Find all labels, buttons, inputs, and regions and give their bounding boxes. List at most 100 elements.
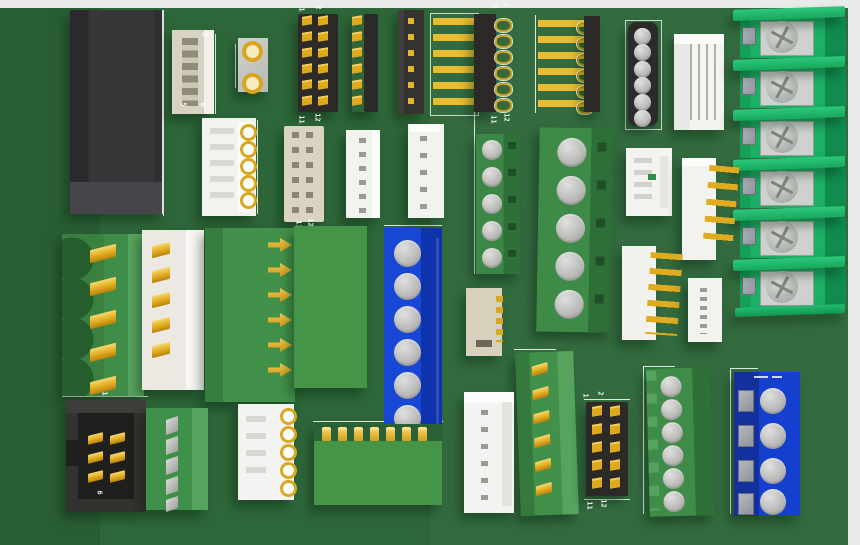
connector-side-face	[204, 30, 214, 114]
screw-barrier-terminal-6	[733, 6, 846, 317]
beige-wire-connector-6	[172, 30, 214, 114]
connector-top-face	[674, 34, 724, 44]
connector-slats	[210, 128, 234, 206]
connector-side-face	[372, 130, 380, 218]
white-shrouded-connector	[674, 34, 724, 130]
clamp-screw	[322, 427, 331, 442]
terminal-hole	[557, 137, 587, 168]
gold-pin-loop	[495, 83, 512, 96]
silkscreen-label: 11	[585, 501, 594, 510]
terminal-hole	[394, 240, 421, 267]
pluggable-terminal-green-open	[62, 234, 144, 396]
terminal-strip	[186, 230, 204, 390]
clamp-screw	[338, 427, 347, 442]
silkscreen-label: 1	[581, 393, 590, 398]
gold-pin	[152, 241, 170, 259]
silkscreen-line	[730, 368, 758, 369]
silkscreen-line	[514, 349, 556, 350]
gold-ring-pin	[240, 124, 257, 141]
gold-ring-pin	[280, 408, 297, 425]
gold-pin	[534, 433, 551, 449]
gold-pin	[152, 266, 170, 284]
gold-pin-column	[610, 405, 620, 495]
terminal-hole	[760, 423, 786, 449]
terminal-hole	[394, 339, 421, 366]
metal-contact	[166, 496, 178, 512]
large-black-connector	[70, 10, 164, 214]
metal-contact	[166, 436, 178, 455]
connector-slats	[634, 158, 652, 206]
silkscreen-marks	[754, 376, 768, 378]
connector-top-face	[464, 392, 514, 403]
terminal-hole	[662, 444, 684, 467]
gold-chevron-pin	[268, 288, 292, 302]
clamp-screw	[418, 427, 427, 442]
gold-ring-pin	[280, 444, 297, 461]
terminal-hole	[760, 489, 786, 515]
screw-head	[766, 221, 798, 253]
terminal-hole	[660, 375, 682, 398]
silkscreen-line	[384, 225, 442, 226]
terminal-hole	[662, 467, 685, 490]
silkscreen-line	[643, 366, 675, 367]
terminal-hole	[394, 372, 421, 399]
terminal-hole	[482, 140, 502, 160]
gold-chevron-pin	[268, 263, 292, 277]
gold-pin-column	[352, 15, 362, 111]
shroud-wall	[398, 10, 404, 114]
white-wire-connector-4	[238, 404, 297, 500]
gold-pin-dots	[496, 296, 503, 342]
terminal-strip	[128, 234, 144, 396]
silkscreen-outline	[625, 20, 662, 130]
socket-hole	[634, 94, 651, 111]
shrouded-pin-header-1x6	[398, 10, 424, 114]
connector-slats	[690, 44, 718, 120]
terminal-slots	[508, 142, 516, 268]
gold-pin	[531, 361, 548, 377]
pcb-cutout	[648, 174, 656, 180]
terminal-hole	[555, 251, 585, 282]
gold-pin-bars	[538, 20, 584, 108]
connector-front-face	[70, 182, 162, 214]
silkscreen-line	[62, 396, 148, 397]
silkscreen-label: 11	[489, 115, 498, 124]
silkscreen-label: 6	[198, 102, 207, 107]
clamp-screw	[370, 427, 379, 442]
shroud-top-wall	[66, 400, 146, 413]
terminal-side	[692, 367, 714, 516]
gold-ring-pad	[242, 73, 263, 94]
gold-pin-loop	[495, 51, 512, 64]
gold-pin-column	[318, 15, 328, 111]
screw-terminal-strip-7	[314, 424, 442, 505]
pluggable-terminal-white	[142, 230, 204, 390]
terminal-body	[314, 441, 442, 505]
metal-contact	[166, 456, 178, 475]
gold-pin-column	[302, 15, 312, 111]
connector-holes	[420, 136, 427, 214]
screw-head	[766, 21, 798, 53]
silkscreen-line	[474, 20, 475, 274]
clamp-screw	[354, 427, 363, 442]
screw-head	[766, 121, 798, 153]
beige-smd-connector	[466, 288, 503, 356]
terminal-hole	[660, 398, 683, 421]
wire-clamp	[742, 27, 756, 45]
silkscreen-label: 2	[502, 2, 511, 7]
silkscreen-label: 2	[596, 391, 605, 396]
silkscreen-line	[235, 44, 236, 88]
connector-holes	[700, 288, 707, 334]
wire-clamp	[742, 127, 756, 145]
gold-ring-pin	[240, 192, 257, 209]
smd-clip-2-ring	[238, 38, 268, 94]
screw-head	[766, 71, 798, 103]
silkscreen-label: 6	[95, 490, 104, 495]
socket-hole	[634, 61, 651, 78]
silkscreen-label: 12	[502, 113, 511, 122]
header-body	[584, 16, 600, 112]
idc-socket-2x6	[284, 126, 324, 222]
terminal-hole	[482, 248, 502, 268]
terminal-block-plain-green	[294, 226, 367, 388]
silkscreen-line	[535, 15, 536, 113]
terminal-block-5-green-small	[476, 134, 520, 274]
